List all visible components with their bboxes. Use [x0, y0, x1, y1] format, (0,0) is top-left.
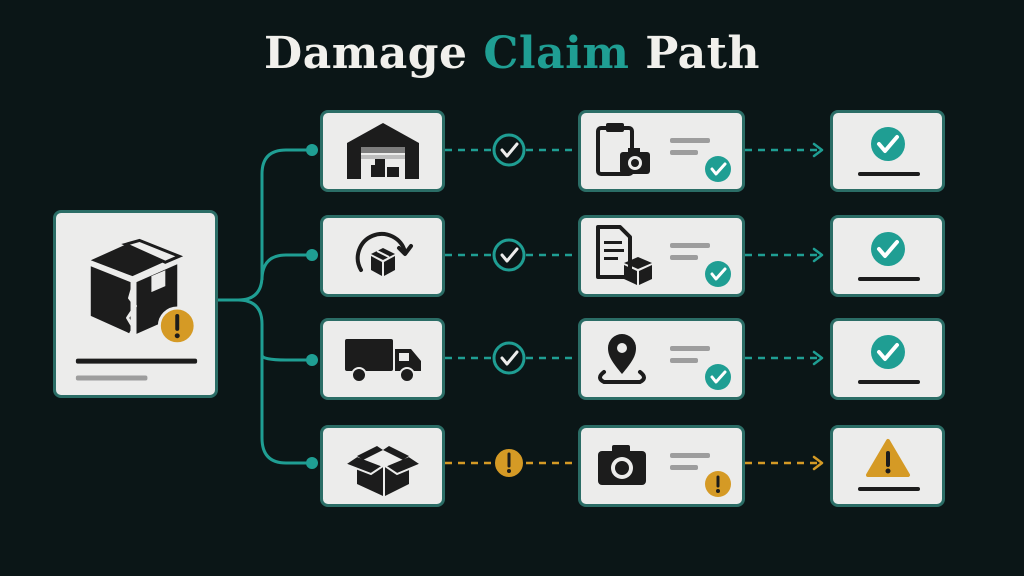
outcome-card-3[interactable]	[830, 318, 945, 400]
damaged-package-card[interactable]	[53, 210, 218, 398]
status-node-3	[492, 341, 526, 375]
clipboard-camera-icon	[595, 123, 650, 176]
branch-dot-4	[306, 457, 318, 469]
evidence-status-ok-icon	[704, 364, 731, 390]
evidence-card-2[interactable]	[578, 215, 745, 297]
page-title: Damage Claim Path	[0, 28, 1024, 79]
damaged-box-warning-icon	[75, 238, 198, 381]
title-word-1: Damage	[264, 28, 468, 79]
camera-icon	[597, 445, 646, 485]
trunk-connector	[216, 148, 312, 302]
document-box-icon	[595, 225, 652, 285]
evidence-card-3[interactable]	[578, 318, 745, 400]
branch-connector-4	[260, 350, 312, 465]
arrowhead-1	[812, 142, 824, 158]
outcome-card-4[interactable]	[830, 425, 945, 507]
origin-card-open-box[interactable]	[320, 425, 445, 507]
title-word-2: Claim	[483, 28, 630, 79]
return-box-cycle-icon	[355, 231, 413, 276]
arrowhead-4	[812, 455, 824, 471]
evidence-card-4[interactable]	[578, 425, 745, 507]
status-node-4-warning	[493, 447, 525, 479]
arrowhead-2	[812, 247, 824, 263]
evidence-status-ok-icon	[704, 156, 731, 182]
origin-card-warehouse[interactable]	[320, 110, 445, 192]
outcome-card-2[interactable]	[830, 215, 945, 297]
delivery-truck-icon	[344, 339, 421, 383]
origin-card-return[interactable]	[320, 215, 445, 297]
warning-triangle-icon	[857, 439, 920, 491]
warehouse-icon	[346, 123, 419, 179]
branch-connector-2	[260, 253, 312, 281]
origin-card-truck[interactable]	[320, 318, 445, 400]
approved-check-icon	[857, 335, 920, 384]
branch-connector-3	[237, 298, 312, 362]
evidence-status-warning-icon	[704, 471, 731, 497]
outcome-card-1[interactable]	[830, 110, 945, 192]
branch-dot-2	[306, 249, 318, 261]
status-node-1	[492, 133, 526, 167]
branch-dot-3	[306, 354, 318, 366]
evidence-card-1[interactable]	[578, 110, 745, 192]
approved-check-icon	[857, 232, 920, 281]
status-node-2	[492, 238, 526, 272]
evidence-status-ok-icon	[704, 261, 731, 287]
location-pin-icon	[597, 334, 646, 384]
title-word-3: Path	[645, 28, 760, 79]
arrowhead-3	[812, 350, 824, 366]
approved-check-icon	[857, 127, 920, 176]
open-box-icon	[342, 446, 423, 496]
branch-dot-1	[306, 144, 318, 156]
